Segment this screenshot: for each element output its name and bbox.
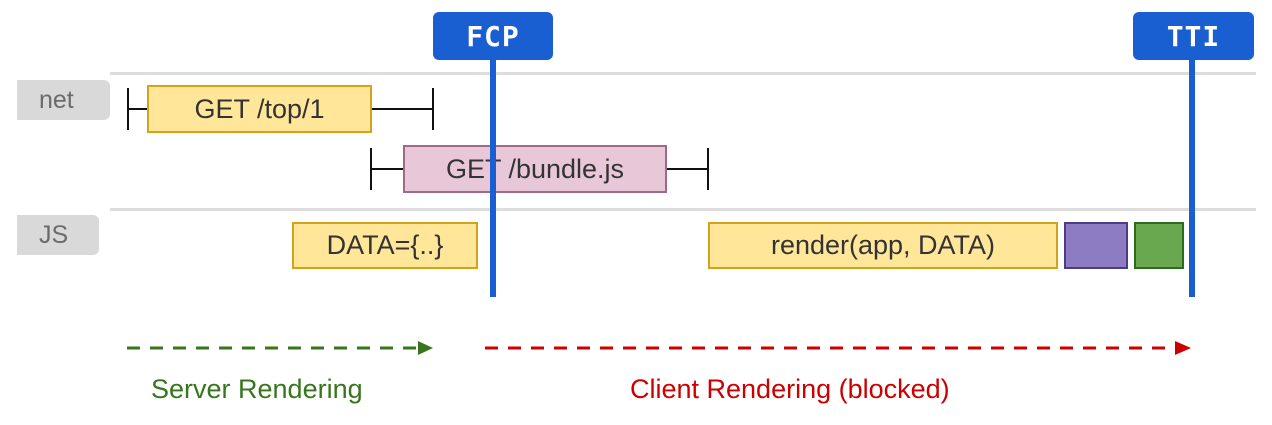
client-rendering-arrow-head: [1175, 341, 1191, 355]
tti-marker-label: TTI: [1133, 12, 1254, 60]
tti-marker-line: [1189, 55, 1195, 297]
client-rendering-caption: Client Rendering (blocked): [630, 374, 950, 404]
top-request-bar: GET /top/1: [147, 85, 372, 133]
server-rendering-caption: Server Rendering: [151, 374, 363, 404]
top-request-end-tick: [432, 88, 434, 130]
js-lane-label: JS: [17, 215, 99, 255]
server-rendering-arrow-head: [418, 341, 433, 355]
js-lane-line: [110, 208, 1256, 211]
bundle-request-whisker-right: [667, 168, 708, 170]
data-task-bar: DATA={..}: [292, 222, 478, 269]
render-task-bar: render(app, DATA): [708, 222, 1058, 269]
bundle-request-end-tick: [707, 148, 709, 190]
purple-task-block: [1064, 222, 1128, 269]
green-task-block: [1134, 222, 1184, 269]
bundle-request-whisker-left: [370, 168, 403, 170]
net-lane-line: [110, 72, 1256, 75]
fcp-marker-label: FCP: [433, 12, 553, 60]
net-lane-label: net: [17, 80, 110, 120]
top-request-whisker-right: [372, 108, 433, 110]
bundle-request-bar: GET /bundle.js: [403, 145, 667, 193]
fcp-marker-line: [490, 55, 496, 297]
top-request-whisker-left: [127, 108, 147, 110]
